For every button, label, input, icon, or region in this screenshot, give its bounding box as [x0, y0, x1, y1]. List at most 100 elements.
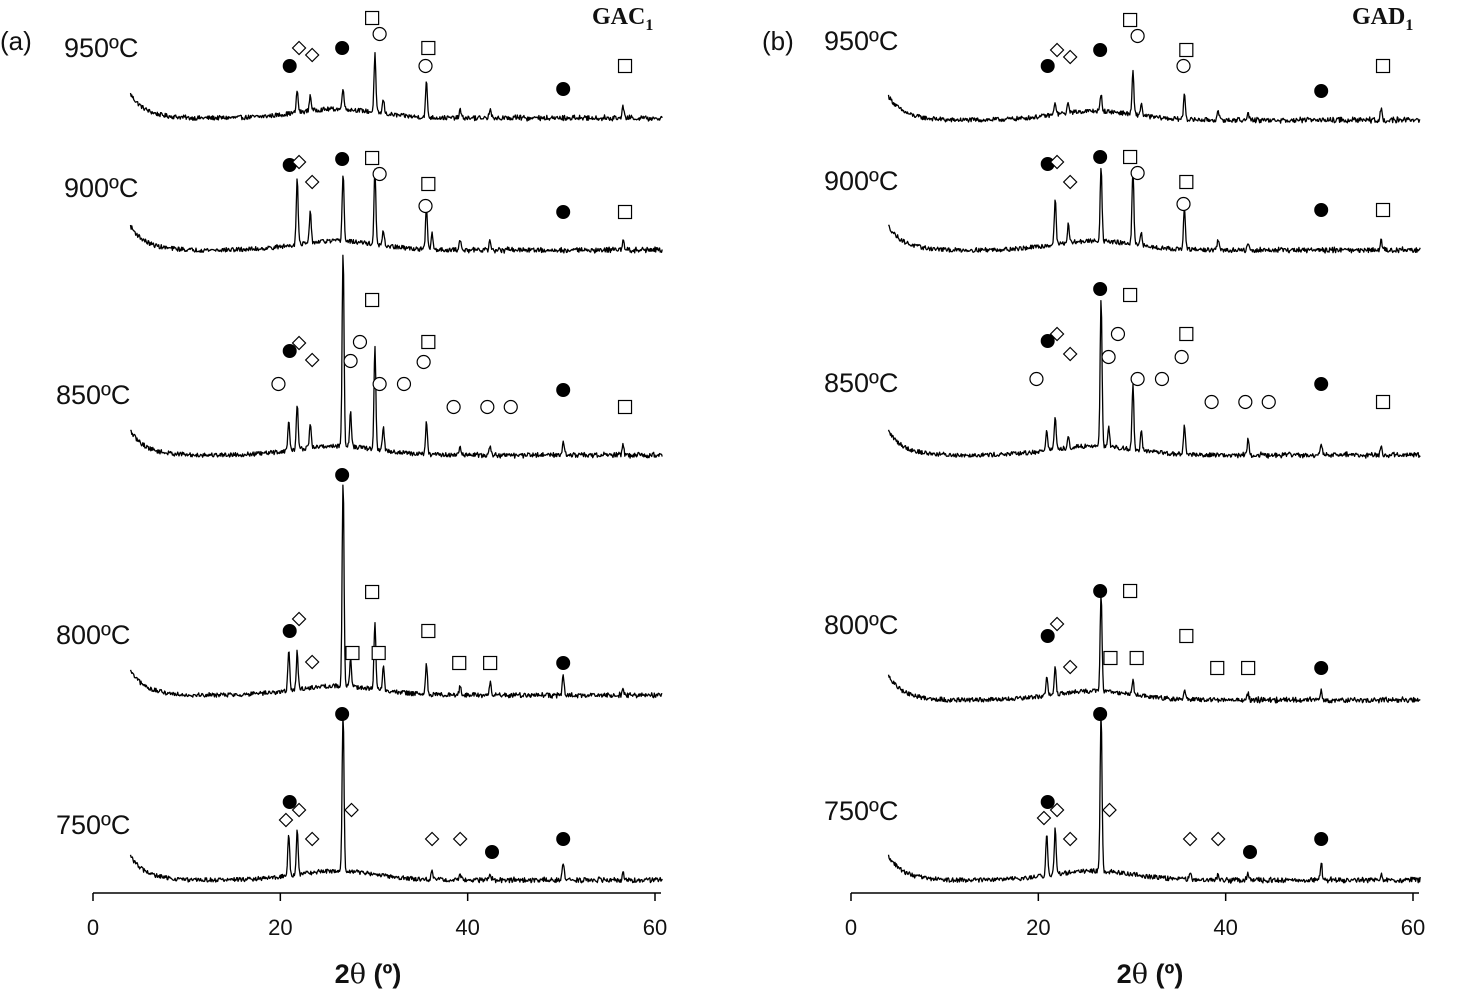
phase-marker-open-diamond [291, 611, 307, 627]
panel-b: (b) GAD1 950ºC 900ºC 850ºC 800ºC 750ºC 0… [762, 4, 1425, 990]
phase-marker-filled-circle [1314, 661, 1329, 675]
phase-marker-filled-circle [1314, 84, 1329, 98]
phase-marker-open-square [421, 176, 436, 192]
xrd-trace-800c [887, 595, 1421, 704]
phase-marker-filled-circle [1314, 377, 1329, 391]
phase-marker-filled-circle [1040, 334, 1055, 348]
phase-marker-open-circle [352, 334, 368, 350]
phase-marker-open-square [365, 292, 380, 308]
phase-marker-open-square [1103, 650, 1118, 666]
sample-title-gac1: GAC1 [592, 4, 653, 34]
phase-marker-open-square [365, 584, 380, 600]
phase-marker-open-circle [480, 399, 495, 415]
x-axis-title-b: 2θ (º) [1117, 959, 1184, 990]
phase-marker-open-circle [1130, 165, 1145, 181]
phase-marker-filled-circle [1040, 629, 1055, 643]
phase-marker-open-diamond [1036, 810, 1052, 826]
phase-marker-open-circle [271, 376, 286, 392]
phase-marker-open-square [365, 150, 380, 166]
phase-marker-open-diamond [1062, 174, 1078, 190]
phase-marker-open-square [617, 58, 633, 74]
phase-marker-filled-circle [556, 205, 571, 219]
x-tick-label: 40 [1213, 915, 1237, 940]
phase-marker-open-diamond [1049, 802, 1065, 818]
phase-marker-open-circle [1110, 326, 1126, 342]
phase-marker-filled-circle [282, 624, 297, 638]
phase-marker-filled-circle [1243, 845, 1258, 859]
phase-marker-open-square [1123, 583, 1138, 599]
phase-marker-open-diamond [1049, 154, 1065, 170]
x-tick-label: 20 [1026, 915, 1050, 940]
panel-label-a: (a) [0, 26, 32, 56]
phase-marker-open-square [617, 399, 633, 415]
phase-marker-open-circle [1130, 28, 1145, 44]
phase-marker-open-diamond [1049, 42, 1065, 58]
x-tick-label: 0 [845, 915, 857, 940]
phase-marker-open-square [421, 40, 436, 56]
phase-marker-open-circle [1130, 371, 1145, 387]
phase-marker-filled-circle [1093, 43, 1108, 57]
phase-marker-open-diamond [1062, 659, 1078, 675]
temp-label-800: 800ºC [56, 620, 130, 650]
phase-marker-filled-circle [556, 82, 571, 96]
sample-title-gad1: GAD1 [1352, 4, 1413, 34]
x-tick-label: 20 [268, 915, 292, 940]
phase-marker-open-diamond [304, 47, 320, 63]
phase-marker-open-diamond [304, 352, 320, 368]
temperature-labels-a: 950ºC 900ºC 850ºC 800ºC 750ºC [56, 33, 138, 840]
trace-group-b [887, 69, 1421, 884]
phase-marker-open-square [1210, 660, 1225, 676]
panel-label-b: (b) [762, 26, 794, 56]
phase-marker-open-square [1123, 149, 1138, 165]
phase-marker-open-diamond [291, 40, 307, 56]
xrd-trace-800c [129, 484, 663, 699]
phase-marker-open-square [1179, 326, 1194, 342]
phase-marker-filled-circle [1093, 150, 1108, 164]
phase-marker-open-square [452, 655, 467, 671]
temp-label-750: 750ºC [824, 796, 898, 826]
phase-marker-filled-circle [1314, 203, 1329, 217]
phase-marker-open-diamond [1182, 831, 1198, 847]
phase-marker-open-circle [372, 26, 387, 42]
phase-marker-open-diamond [344, 802, 359, 818]
phase-marker-filled-circle [556, 832, 571, 846]
phase-marker-filled-circle [1093, 584, 1108, 598]
temperature-labels-b: 950ºC 900ºC 850ºC 800ºC 750ºC [824, 26, 898, 826]
phase-marker-open-square [345, 645, 360, 661]
phase-marker-open-square [1241, 660, 1256, 676]
phase-marker-open-square [365, 10, 380, 26]
phase-marker-open-diamond [1210, 831, 1226, 847]
phase-marker-open-diamond [304, 654, 320, 670]
x-axis-title-a: 2θ (º) [335, 959, 402, 990]
phase-marker-open-diamond [1062, 831, 1078, 847]
marker-group-b [1029, 12, 1391, 859]
phase-marker-open-square [421, 623, 436, 639]
phase-marker-open-diamond [304, 831, 320, 847]
phase-marker-open-circle [396, 376, 412, 392]
phase-marker-filled-circle [556, 656, 571, 670]
phase-marker-filled-circle [485, 845, 500, 859]
phase-marker-filled-circle [282, 795, 297, 809]
phase-marker-open-diamond [424, 831, 440, 847]
xrd-trace-850c [887, 299, 1421, 459]
phase-marker-open-circle [1029, 371, 1044, 387]
phase-marker-open-circle [372, 166, 387, 182]
phase-marker-filled-circle [1093, 707, 1108, 721]
phase-marker-filled-circle [335, 468, 350, 482]
temp-label-900: 900ºC [824, 166, 898, 196]
phase-marker-open-square [1375, 202, 1391, 218]
panel-a: (a) GAC1 950ºC 900ºC 850ºC 800ºC 750ºC 0… [0, 4, 667, 990]
phase-marker-open-circle [1154, 371, 1170, 387]
temp-label-800: 800ºC [824, 610, 898, 640]
phase-marker-open-diamond [278, 812, 294, 828]
phase-marker-open-circle [343, 353, 358, 369]
temp-label-950: 950ºC [64, 33, 138, 63]
phase-marker-open-circle [1238, 394, 1253, 410]
phase-marker-open-square [1123, 287, 1138, 303]
phase-marker-open-circle [1261, 394, 1276, 410]
phase-marker-open-diamond [452, 831, 468, 847]
phase-marker-open-square [1375, 58, 1391, 74]
phase-marker-open-square [1179, 174, 1194, 190]
